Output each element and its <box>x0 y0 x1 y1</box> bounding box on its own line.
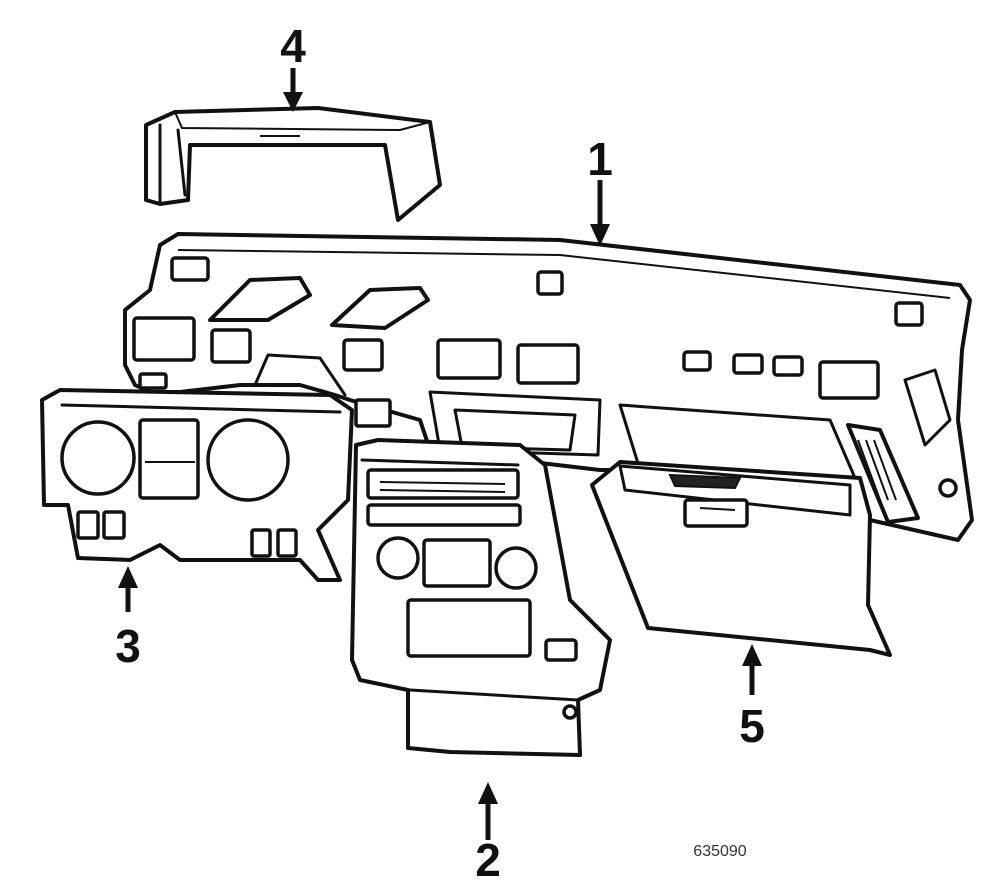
callout-2: 2 <box>475 834 501 883</box>
callout-5: 5 <box>739 700 765 752</box>
callout-4: 4 <box>280 20 306 72</box>
part-1-instrument-panel <box>123 232 974 542</box>
callout-1: 1 <box>587 133 613 185</box>
part-5-glove-box-door <box>590 460 892 657</box>
figure-code: 635090 <box>693 843 746 860</box>
callout-arrows <box>118 68 762 840</box>
part-3-cluster-bezel <box>40 388 354 582</box>
part-2-center-console-bezel <box>350 438 612 757</box>
callout-3: 3 <box>115 620 141 672</box>
part-4-cluster-hood <box>144 106 442 222</box>
